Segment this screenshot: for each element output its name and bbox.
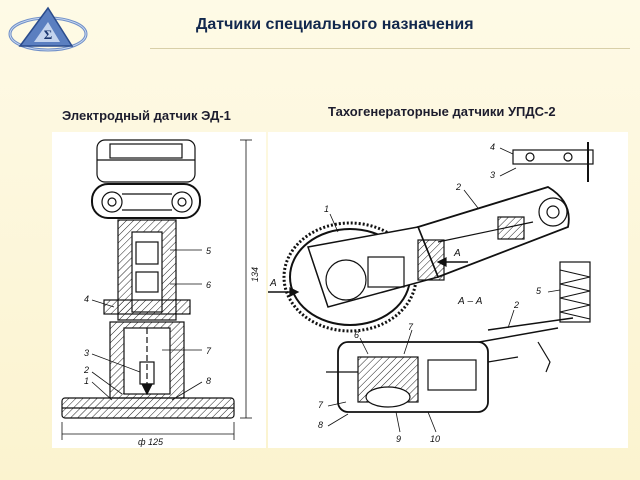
tachogenerator-sensor-caption: Тахогенераторные датчики УПДС-2 — [328, 104, 556, 119]
presentation-logo-icon: Σ — [8, 6, 88, 52]
part-label-6: 6 — [206, 280, 211, 290]
height-dimension: 134 — [250, 267, 260, 282]
part-label-1: 1 — [324, 204, 329, 214]
section-marker-right: А — [453, 248, 461, 259]
part-label-2b: 2 — [513, 300, 519, 310]
tachogenerator-sensor-drawing: 4 3 2 1 5 2 6 7 7 8 9 10 А А А – А — [268, 132, 628, 448]
part-label-2: 2 — [455, 182, 461, 192]
section-label: А – А — [457, 296, 483, 307]
part-label-1: 1 — [84, 376, 89, 386]
part-label-5: 5 — [206, 246, 212, 256]
part-label-8: 8 — [206, 376, 211, 386]
part-label-2: 2 — [83, 365, 89, 375]
part-label-7b: 7 — [318, 400, 324, 410]
part-label-6: 6 — [354, 330, 359, 340]
part-label-10: 10 — [430, 434, 440, 444]
part-label-5: 5 — [536, 286, 542, 296]
slide-title: Датчики специального назначения — [196, 16, 474, 33]
svg-text:Σ: Σ — [44, 27, 53, 42]
section-marker-left: А — [269, 278, 277, 289]
part-label-4: 4 — [84, 294, 89, 304]
title-underline — [150, 48, 630, 49]
electrode-sensor-drawing: 5 6 4 7 3 2 1 8 134 ф 125 — [52, 132, 266, 448]
part-label-9: 9 — [396, 434, 401, 444]
part-label-8: 8 — [318, 420, 323, 430]
part-label-3: 3 — [490, 170, 495, 180]
part-label-7: 7 — [206, 346, 212, 356]
diameter-dimension: ф 125 — [138, 437, 164, 447]
part-label-3: 3 — [84, 348, 89, 358]
part-label-7: 7 — [408, 322, 414, 332]
electrode-sensor-caption: Электродный датчик ЭД-1 — [62, 108, 231, 123]
part-label-4: 4 — [490, 142, 495, 152]
